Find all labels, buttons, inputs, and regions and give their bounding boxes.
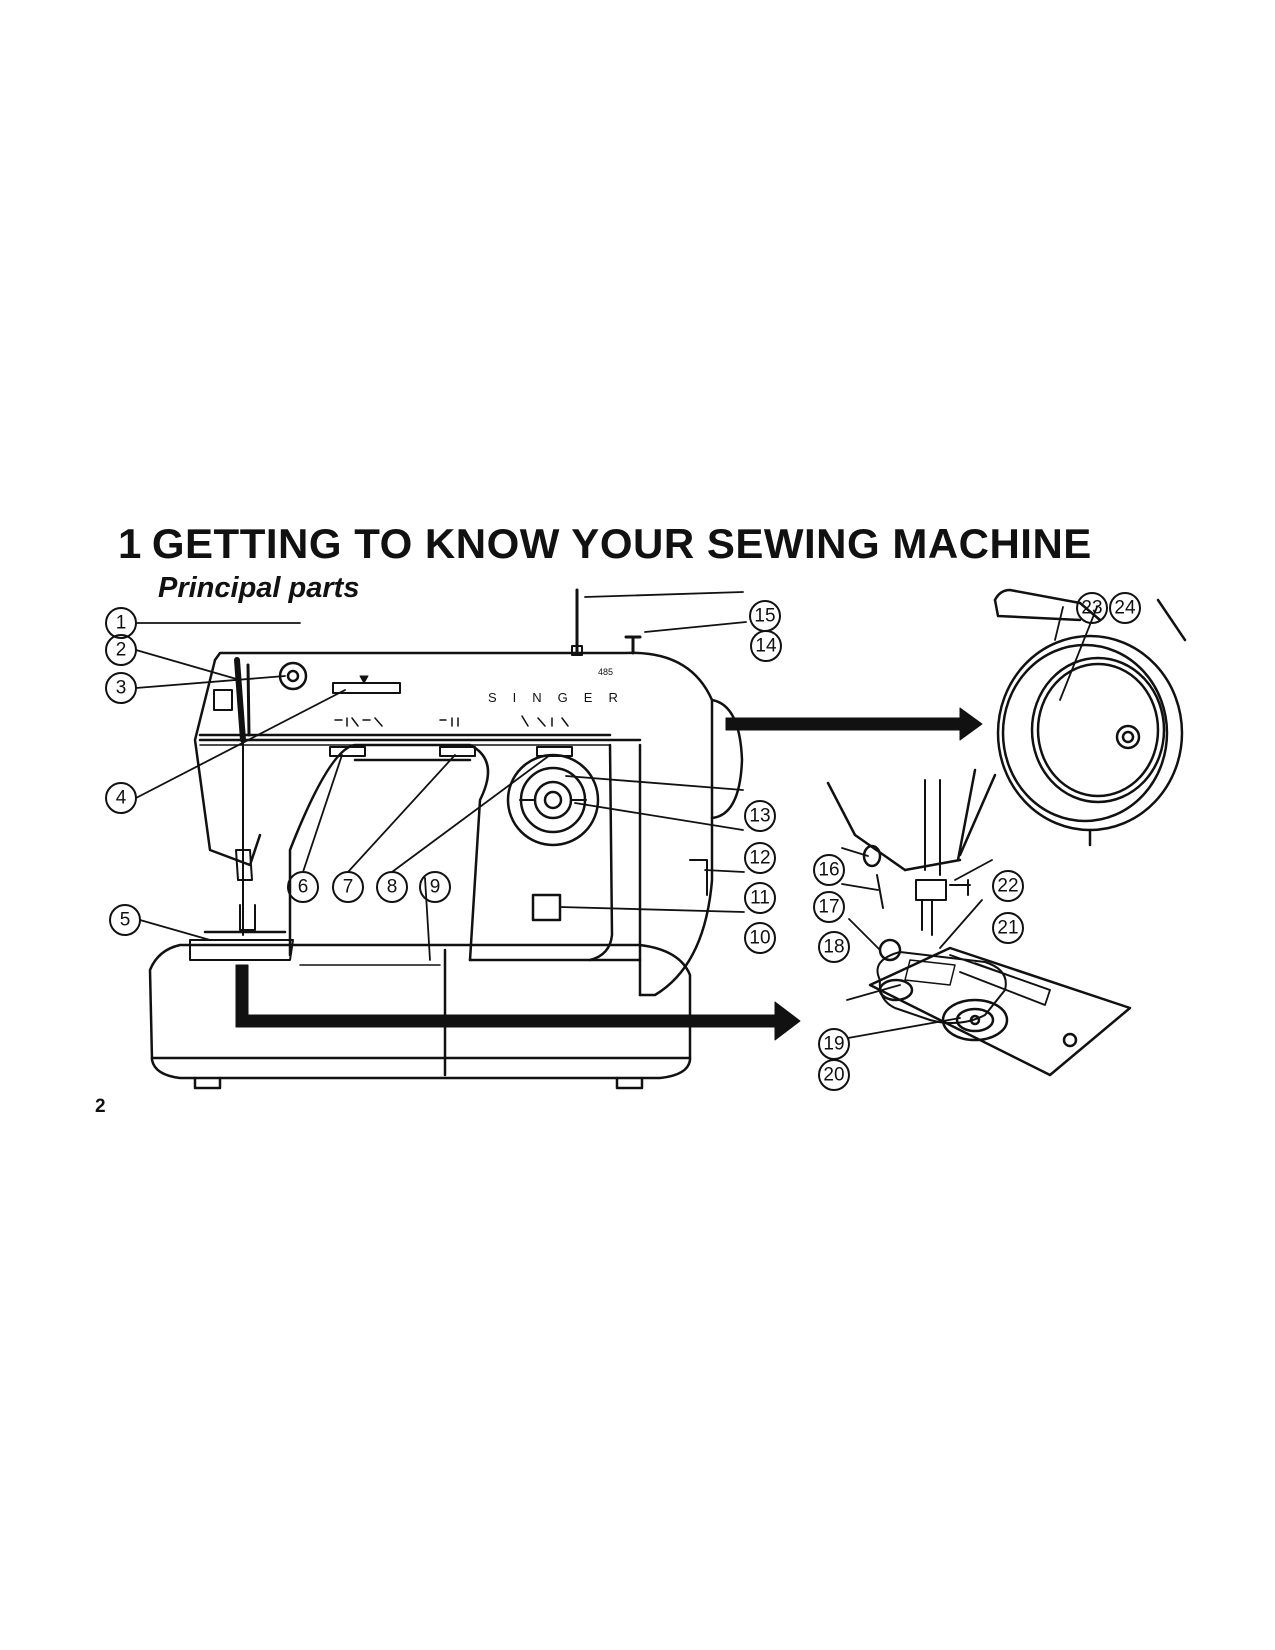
needle-plate-detail [826,768,1132,1077]
handwheel-detail [993,588,1187,847]
callout-24: 24 [1114,598,1136,619]
callout-19: 19 [823,1034,844,1055]
detail-arrows [235,707,983,1041]
callout-8: 8 [387,877,398,898]
callout-5: 5 [120,910,131,931]
machine-brand: SINGER [488,690,634,705]
callout-14: 14 [755,636,777,657]
callout-20: 20 [823,1065,844,1086]
chapter-title: GETTING TO KNOW YOUR SEWING MACHINE [151,520,1092,567]
callout-circles [105,592,1141,1091]
callout-16: 16 [818,860,839,881]
callout-11: 11 [750,888,770,909]
callout-21: 21 [997,918,1018,939]
callout-22: 22 [997,876,1018,897]
callout-12: 12 [749,848,770,869]
callout-17: 17 [818,897,839,918]
callout-6: 6 [298,877,309,898]
callout-18: 18 [823,937,844,958]
callout-labels: 1 2 3 4 5 6 7 8 9 10 11 12 13 14 15 16 1… [116,598,1136,1086]
section-subtitle: Principal parts [158,572,360,604]
callout-7: 7 [343,877,354,898]
callout-4: 4 [116,788,127,809]
callout-2: 2 [116,640,127,661]
page-number: 2 [95,1096,106,1117]
callout-9: 9 [430,877,441,898]
machine-model: 485 [598,667,613,677]
callout-15: 15 [754,606,775,627]
callout-10: 10 [749,928,770,949]
callout-1: 1 [116,613,127,634]
callout-23: 23 [1081,598,1102,619]
callout-13: 13 [749,806,770,827]
callout-3: 3 [116,678,127,699]
chapter-number: 1 [118,520,142,567]
